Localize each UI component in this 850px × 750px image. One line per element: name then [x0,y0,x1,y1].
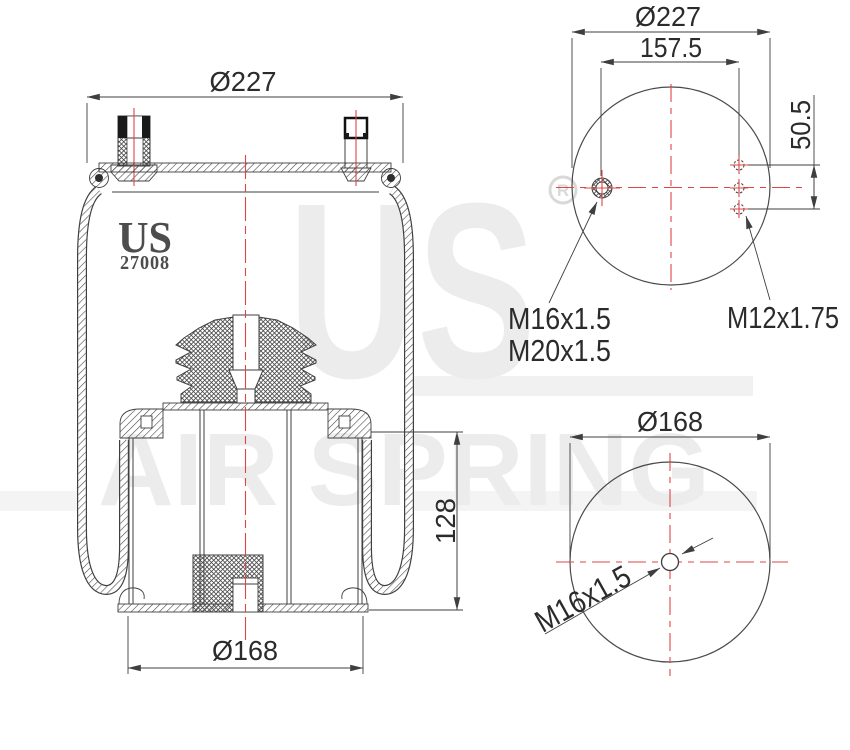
label-center-hole: M16x1.5 [529,558,637,639]
dim-height-label: 128 [430,498,461,544]
air-fitting-stud [110,108,158,186]
flange-bolt-hole [140,415,153,429]
registered-trademark-letter: R [557,181,569,200]
leader-center-hole [544,567,661,635]
dim-bottom-diameter-label: Ø168 [212,635,278,666]
leader-air-fitting [548,201,598,304]
brand-part-number: 27008 [120,252,170,274]
bead-left-core [95,174,103,182]
leader-studs [745,215,771,301]
dim-outer-diameter: Ø227 [571,1,771,168]
base-lip-right [341,587,368,605]
dim-bottom-diameter: Ø168 [127,616,364,674]
dim-height-128: 128 [369,431,463,611]
leader-center-hole-2 [681,537,714,555]
dim-outer-diameter-label: Ø227 [635,1,701,32]
bellows-wall-right [362,185,414,596]
mounting-stud [340,110,372,186]
flange-bolt-hole [338,415,351,429]
brand-logo: US 27008 [118,213,172,274]
piston [117,402,372,613]
air-fitting-hole [584,170,620,206]
dim-hole-spacing-label: 50.5 [785,100,816,150]
bellows-wall-left [77,185,129,596]
dim-bottom-view-diameter: Ø168 [569,406,771,558]
dim-bolt-spacing-label: 157.5 [640,32,702,63]
dim-hole-spacing: 50.5 [745,95,820,210]
label-studs: M12x1.75 [727,300,839,335]
dim-bottom-view-diameter-label: Ø168 [637,406,703,437]
base-lip-left [118,587,145,605]
dim-top-diameter: Ø227 [86,66,404,163]
dim-top-diameter-label: Ø227 [210,66,277,97]
label-air-fitting-alt: M20x1.5 [508,333,611,368]
top-view: Ø227 157.5 50.5 [508,1,839,368]
bead-right-core [387,174,395,182]
brand-name: US [118,213,172,262]
label-air-fitting: M16x1.5 [508,301,611,336]
center-hole [660,552,680,572]
stud-holes [730,156,748,218]
registered-trademark-icon [548,175,578,205]
side-section-view: Ø227 [77,66,463,674]
dim-bolt-spacing: 157.5 [600,32,740,176]
